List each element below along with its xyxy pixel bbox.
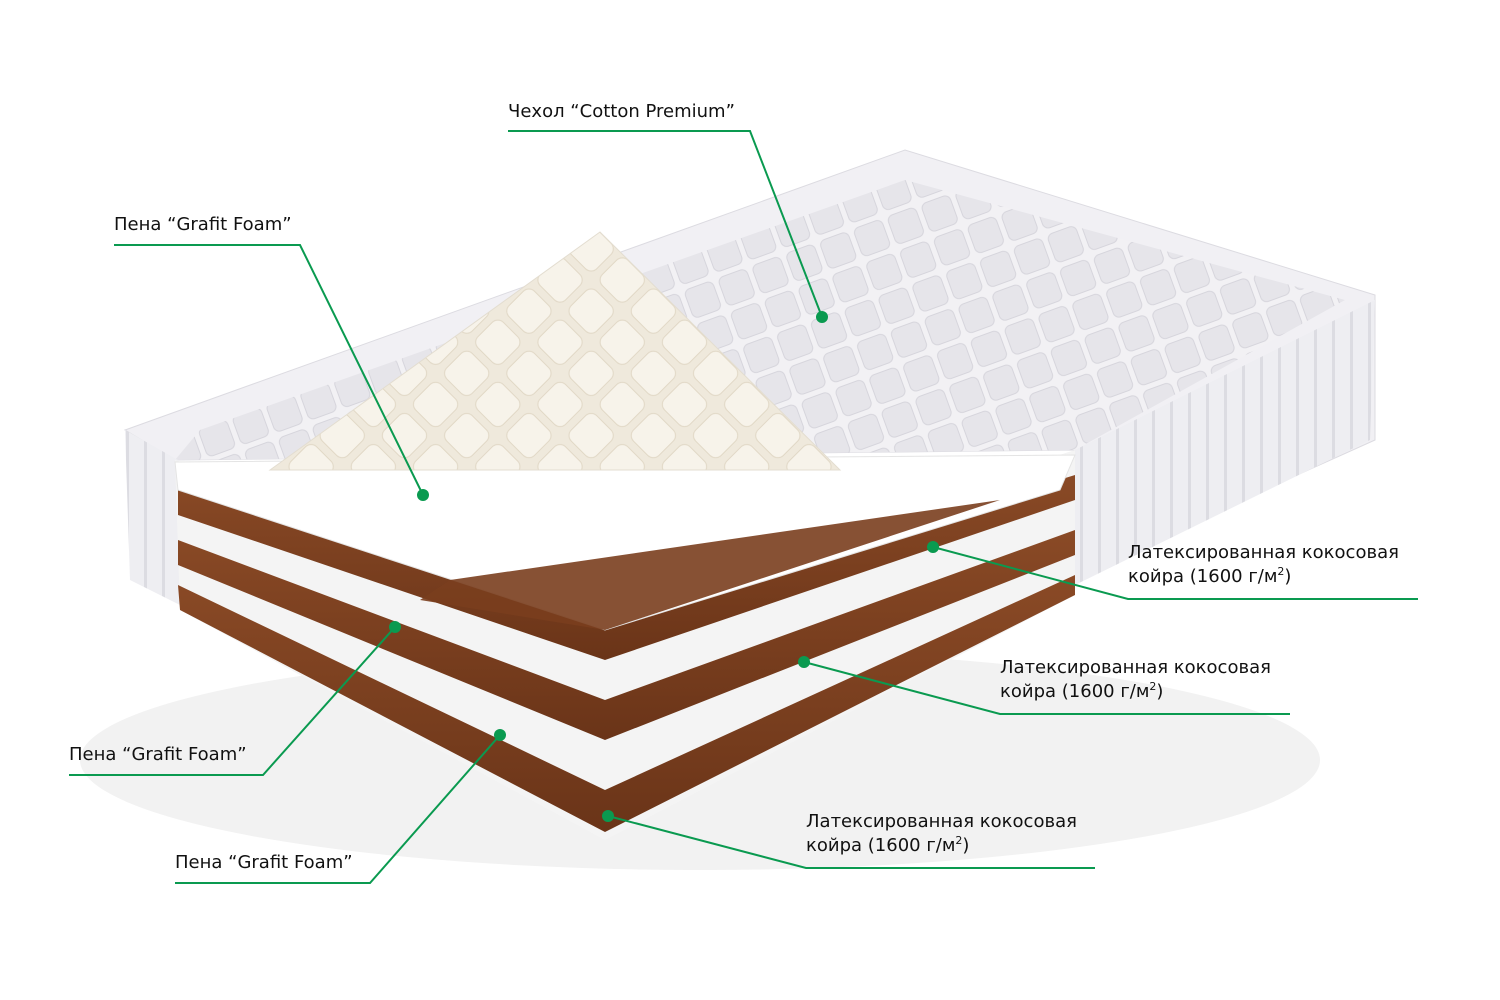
superscript: 2	[1149, 680, 1157, 693]
coir-layer-3	[178, 575, 1075, 832]
coir-layer-2	[178, 530, 1075, 740]
label-line: койра (1600 г/м	[1128, 566, 1278, 587]
label-cover: Чехол “Cotton Premium”	[508, 101, 735, 122]
label-line: Латексированная кокосовая	[1128, 542, 1399, 563]
coir-exposed	[420, 500, 1000, 630]
label-line: койра (1600 г/м	[1000, 681, 1150, 702]
cover-side-left	[125, 430, 180, 605]
label-coir-3: Латексированная кокосовая койра (1600 г/…	[806, 810, 1077, 858]
layer-stack	[174, 450, 1076, 840]
superscript: 2	[955, 834, 963, 847]
foam-top	[174, 454, 1076, 631]
peeled-foam-layer	[268, 231, 842, 471]
paren: )	[1284, 566, 1292, 587]
label-foam-top: Пена “Grafit Foam”	[114, 214, 292, 235]
marker-dots	[389, 311, 939, 822]
label-line: Латексированная кокосовая	[806, 811, 1077, 832]
label-line: Латексированная кокосовая	[1000, 657, 1271, 678]
label-foam-bottom: Пена “Grafit Foam”	[175, 852, 353, 873]
superscript: 2	[1277, 565, 1285, 578]
label-coir-1: Латексированная кокосовая койра (1600 г/…	[1128, 541, 1399, 589]
cover-side-right	[1075, 300, 1375, 585]
label-line: койра (1600 г/м	[806, 835, 956, 856]
paren: )	[962, 835, 970, 856]
paren: )	[1156, 681, 1164, 702]
label-foam-mid: Пена “Grafit Foam”	[69, 744, 247, 765]
label-coir-2: Латексированная кокосовая койра (1600 г/…	[1000, 656, 1271, 704]
leader-lines	[69, 130, 1418, 884]
